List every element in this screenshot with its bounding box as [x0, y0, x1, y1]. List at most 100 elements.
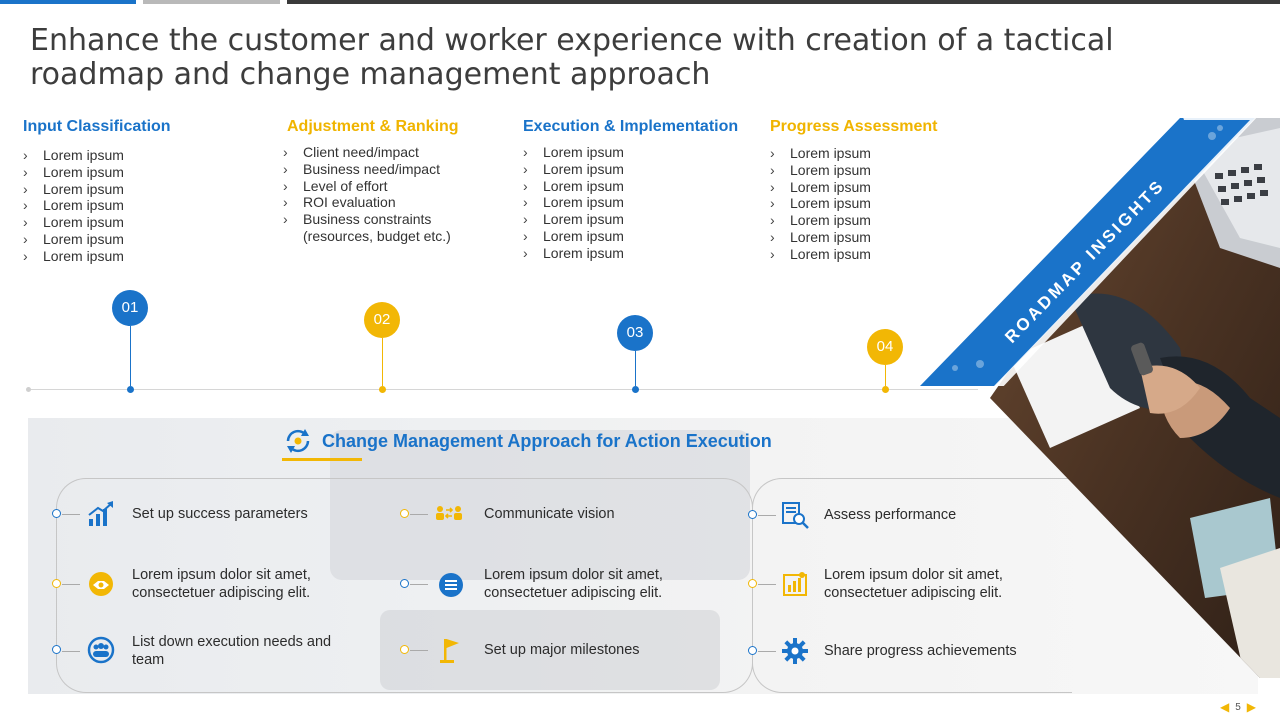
milestone-stem [129, 326, 131, 386]
list-item: Business need/impact [283, 161, 503, 178]
list-item: Lorem ipsum [523, 245, 763, 262]
milestone-dot [881, 386, 889, 393]
list-item: Lorem ipsum [23, 164, 263, 181]
milestone-02: 02 [364, 302, 400, 393]
list-item: Lorem ipsum [770, 212, 970, 229]
milestone-stem [381, 338, 383, 386]
list-item: Lorem ipsum [23, 147, 263, 164]
list-item: Lorem ipsum [23, 214, 263, 231]
milestone-01: 01 [112, 290, 148, 393]
column-adjustment-ranking: Adjustment & Ranking Client need/impact … [283, 118, 503, 245]
list-item: Lorem ipsum [770, 229, 970, 246]
list-item: Lorem ipsum [770, 246, 970, 263]
roadmap-insights-ribbon: ROADMAP INSIGHTS [920, 118, 1257, 386]
previous-arrow-icon[interactable]: ◀ [1219, 700, 1230, 714]
list-item: Lorem ipsum [523, 194, 763, 211]
cm-item-assess-performance: Assess performance [748, 500, 1058, 530]
connector-line [758, 651, 776, 652]
item-label: Lorem ipsum dolor sit amet, consectetuer… [824, 567, 1003, 601]
milestone-number: 04 [867, 329, 903, 365]
list-item: Lorem ipsum [23, 231, 263, 248]
connector-node [52, 645, 61, 654]
column-heading: Progress Assessment [770, 118, 938, 135]
column-heading: Execution & Implementation [523, 118, 739, 135]
connector-node [52, 579, 61, 588]
list-item: Business constraints (resources, budget … [283, 211, 473, 245]
item-label: Lorem ipsum dolor sit amet, consectetuer… [484, 567, 663, 601]
slide-title: Enhance the customer and worker experien… [30, 23, 1114, 92]
cm-item-major-milestones: Set up major milestones [400, 635, 730, 665]
change-cycle-icon [286, 429, 310, 453]
team-globe-icon [87, 636, 115, 664]
cm-item-lorem-1: Lorem ipsum dolor sit amet, consectetuer… [52, 566, 382, 602]
list-item: Lorem ipsum [23, 197, 263, 214]
timeline-start-dot [26, 387, 31, 392]
cm-item-communicate-vision: Communicate vision [400, 499, 730, 529]
item-label: Communicate vision [484, 506, 615, 522]
item-label: Set up major milestones [484, 642, 640, 658]
item-label: List down execution needs and team [132, 634, 332, 668]
connector-line [62, 514, 80, 515]
list-item: Lorem ipsum [770, 162, 970, 179]
list-item: Client need/impact [283, 144, 503, 161]
handshake-photo [990, 118, 1280, 678]
milestone-stem [634, 351, 636, 386]
list-item: Lorem ipsum [523, 178, 763, 195]
connector-line [758, 584, 776, 585]
list-item: Lorem ipsum [23, 181, 263, 198]
report-magnifier-icon [782, 502, 809, 529]
connector-node [400, 509, 409, 518]
handshake-coins-icon [89, 572, 113, 596]
column-progress-assessment: Progress Assessment Lorem ipsum Lorem ip… [770, 118, 970, 263]
people-exchange-icon [436, 506, 462, 520]
item-label: Assess performance [824, 507, 957, 523]
column-heading: Adjustment & Ranking [287, 118, 459, 135]
milestone-03: 03 [617, 315, 653, 393]
connector-node [748, 579, 757, 588]
connector-line [410, 650, 428, 651]
top-accent-dark [287, 0, 1280, 4]
connector-line [410, 584, 428, 585]
milestone-04: 04 [867, 329, 903, 393]
top-accent-gray [143, 0, 280, 4]
page-number-label: 5 [1235, 701, 1241, 713]
dashboard-chart-icon [783, 572, 807, 596]
top-accent-blue [0, 0, 136, 4]
milestone-number: 02 [364, 302, 400, 338]
connector-line [410, 514, 428, 515]
milestone-dot [126, 386, 134, 393]
connector-line [62, 651, 80, 652]
connector-node [400, 579, 409, 588]
timeline-line [28, 389, 978, 390]
list-item: ROI evaluation [283, 194, 503, 211]
connector-node [748, 646, 757, 655]
list-item: Lorem ipsum [523, 211, 763, 228]
list-circle-icon [439, 573, 463, 597]
title-underline [282, 458, 362, 461]
list-item: Lorem ipsum [770, 179, 970, 196]
gear-icon [782, 638, 808, 664]
milestone-number: 01 [112, 290, 148, 326]
cm-item-success-parameters: Set up success parameters [52, 499, 382, 529]
milestone-number: 03 [617, 315, 653, 351]
list-item: Lorem ipsum [523, 144, 763, 161]
change-management-header: Change Management Approach for Action Ex… [282, 428, 772, 454]
growth-chart-icon [88, 501, 113, 526]
cm-item-lorem-2: Lorem ipsum dolor sit amet, consectetuer… [400, 566, 730, 602]
connector-node [748, 510, 757, 519]
next-arrow-icon[interactable]: ▶ [1246, 700, 1256, 714]
ribbon-text: ROADMAP INSIGHTS [1001, 175, 1168, 346]
connector-line [62, 584, 80, 585]
cm-item-lorem-3: Lorem ipsum dolor sit amet, consectetuer… [748, 566, 1058, 602]
page-number: ◀ 5 ▶ [1220, 700, 1256, 714]
milestone-stem [884, 365, 886, 386]
list-item: Lorem ipsum [770, 195, 970, 212]
item-label: Lorem ipsum dolor sit amet, consectetuer… [132, 567, 311, 601]
list-item: Lorem ipsum [770, 145, 970, 162]
item-label: Set up success parameters [132, 506, 308, 522]
change-management-title: Change Management Approach for Action Ex… [322, 430, 772, 451]
cm-item-share-progress: Share progress achievements [748, 636, 1058, 666]
list-item: Lorem ipsum [23, 248, 263, 265]
list-item: Lorem ipsum [523, 161, 763, 178]
item-label: Share progress achievements [824, 643, 1017, 659]
